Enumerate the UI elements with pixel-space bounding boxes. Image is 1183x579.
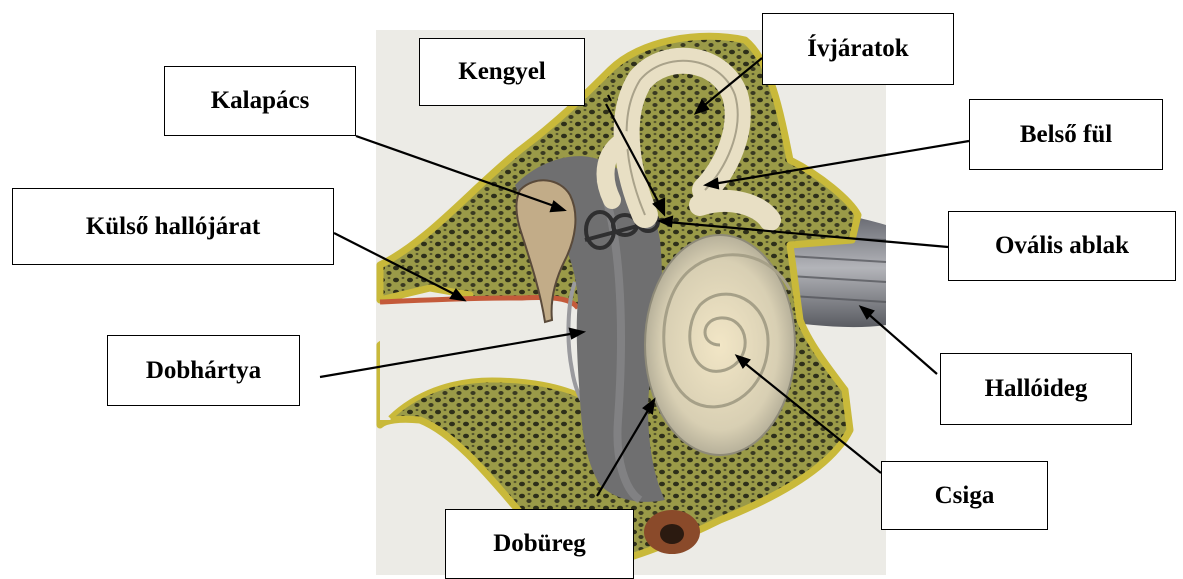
- label-ovalis-ablak: Ovális ablak: [948, 211, 1176, 281]
- eustachian-tube: [644, 510, 700, 554]
- label-dobhartya: Dobhártya: [107, 335, 300, 406]
- label-dobureg: Dobüreg: [445, 509, 634, 579]
- cochlea: [645, 235, 795, 455]
- label-kulso-hallojarat: Külső hallójárat: [12, 188, 334, 265]
- label-halloideg: Hallóideg: [940, 353, 1132, 425]
- label-ivjaratok: Ívjáratok: [762, 13, 954, 85]
- label-kengyel: Kengyel: [419, 38, 585, 106]
- label-csiga: Csiga: [881, 461, 1048, 530]
- label-kalapacs: Kalapács: [164, 66, 356, 136]
- label-belso-ful: Belső fül: [969, 99, 1163, 170]
